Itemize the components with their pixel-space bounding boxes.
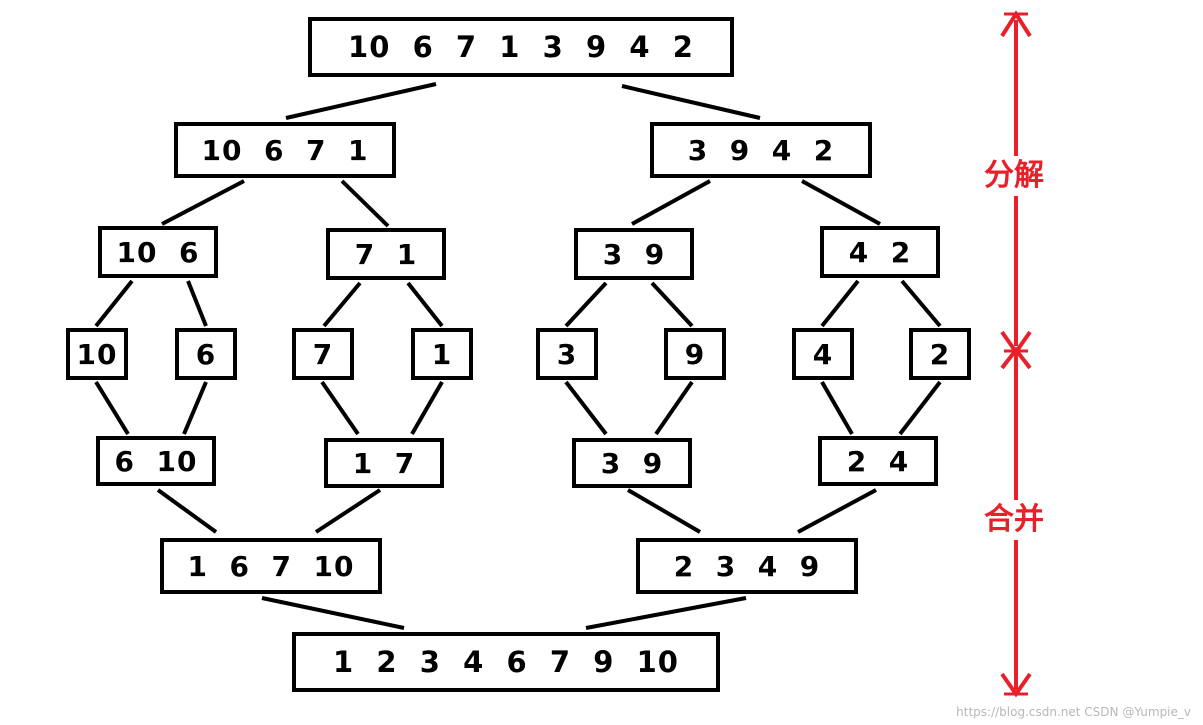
array-box-single: 7 (292, 328, 354, 380)
connector (900, 279, 942, 328)
connector (564, 380, 608, 436)
connector (340, 179, 390, 228)
connector (801, 179, 881, 226)
connector (406, 281, 444, 328)
connector (94, 279, 134, 328)
array-box-merged-pair: 1 7 (324, 438, 444, 488)
connector (261, 596, 405, 630)
array-box-single: 3 (536, 328, 598, 380)
connector (820, 279, 860, 328)
connector (320, 380, 360, 436)
watermark: https://blog.csdn.net CSDN @Yumpie_v (956, 705, 1191, 719)
array-box-single: 2 (909, 328, 971, 380)
connector (654, 380, 694, 436)
array-box-single: 10 (66, 328, 128, 380)
connector (898, 380, 942, 436)
connector (650, 281, 694, 328)
connector (626, 488, 702, 534)
connector (820, 381, 854, 435)
connector (314, 488, 382, 534)
connector (186, 280, 208, 327)
array-box-merged-right: 2 3 4 9 (636, 538, 858, 594)
connector (564, 281, 608, 328)
array-box-merged-pair: 6 10 (96, 436, 216, 486)
array-box-result: 1 2 3 4 6 7 9 10 (292, 632, 720, 692)
array-box-merged-left: 1 6 7 10 (160, 538, 382, 594)
array-box-root: 10 6 7 1 3 9 4 2 (308, 17, 734, 77)
array-box-single: 9 (664, 328, 726, 380)
array-box-single: 4 (792, 328, 854, 380)
split-phase-label: 分解 (984, 156, 1044, 196)
array-box-pair: 3 9 (574, 228, 694, 280)
connector (322, 281, 362, 328)
connector (156, 488, 218, 534)
connector (585, 596, 747, 630)
connector (621, 84, 761, 120)
connector (161, 179, 245, 226)
array-box-pair: 4 2 (820, 226, 940, 278)
array-box-single: 6 (175, 328, 237, 380)
array-box-pair: 7 1 (326, 228, 446, 280)
array-box-merged-pair: 2 4 (818, 436, 938, 486)
merge-phase-label: 合并 (984, 500, 1044, 540)
connector (797, 488, 877, 534)
array-box-single: 1 (411, 328, 473, 380)
array-box-split-right: 3 9 4 2 (650, 122, 872, 178)
array-box-pair: 10 6 (98, 226, 218, 278)
connector (285, 82, 437, 120)
connector (410, 381, 444, 435)
connector (94, 380, 130, 436)
connector (182, 381, 208, 435)
array-box-split-left: 10 6 7 1 (174, 122, 396, 178)
array-box-merged-pair: 3 9 (572, 438, 692, 488)
connector (631, 179, 711, 226)
